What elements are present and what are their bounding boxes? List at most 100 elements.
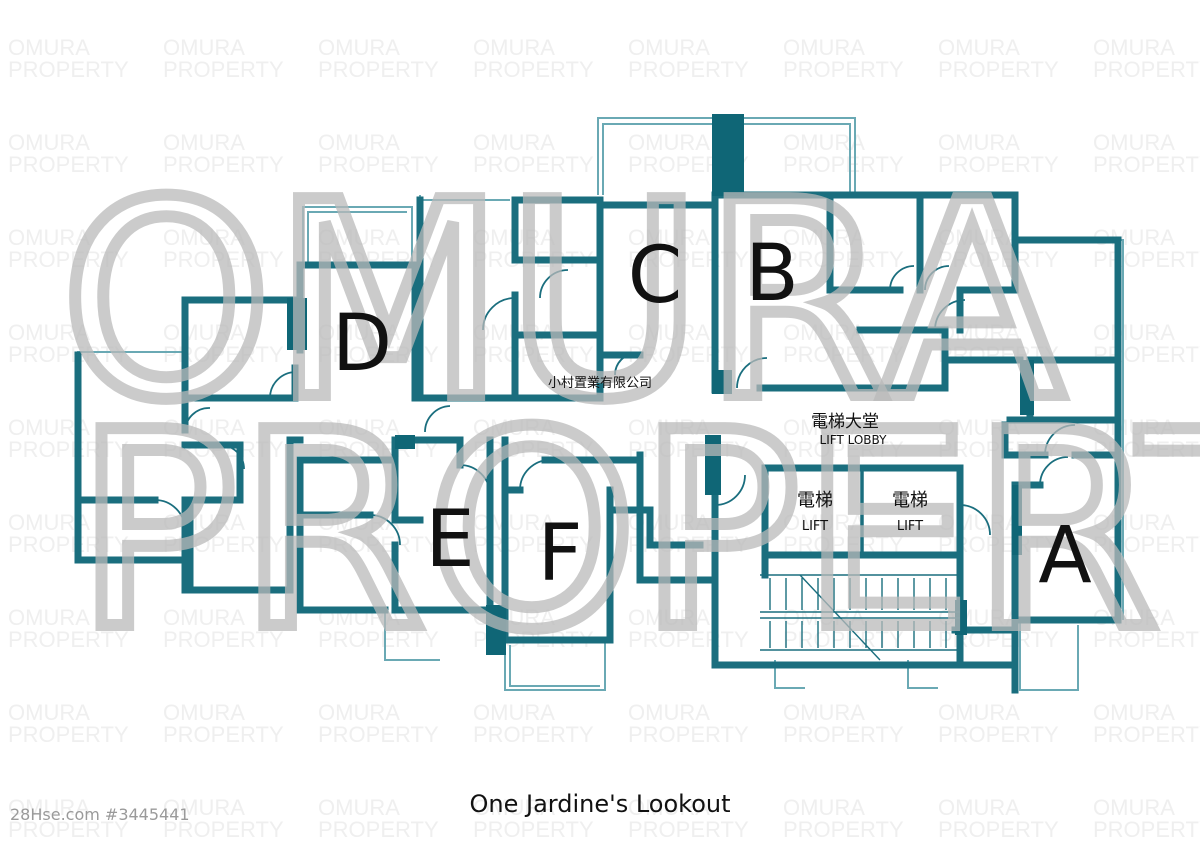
watermark-tile-line1: OMURA xyxy=(783,320,865,345)
watermark-tile-line2: PROPERTY xyxy=(8,342,129,367)
watermark-tile-line2: PROPERTY xyxy=(628,627,749,652)
watermark-tile-line1: OMURA xyxy=(1093,795,1175,820)
watermark-tile-line1: OMURA xyxy=(938,35,1020,60)
watermark-tile-line2: PROPERTY xyxy=(628,57,749,82)
watermark-tile-line1: OMURA xyxy=(8,700,90,725)
watermark-tile-line2: PROPERTY xyxy=(318,817,439,842)
watermark-tile-line1: OMURA xyxy=(8,795,90,820)
watermark-tile-line2: PROPERTY xyxy=(938,247,1059,272)
watermark-tile-line1: OMURA xyxy=(628,320,710,345)
unit-label-e: E xyxy=(425,495,474,585)
watermark-tile-line2: PROPERTY xyxy=(1093,722,1200,747)
watermark-tile-line1: OMURA xyxy=(473,700,555,725)
watermark-tile-line2: PROPERTY xyxy=(318,722,439,747)
watermark-tile-line1: OMURA xyxy=(318,35,400,60)
watermark-tile-line2: PROPERTY xyxy=(628,817,749,842)
staircase xyxy=(760,574,960,661)
watermark-tile-line1: OMURA xyxy=(318,700,400,725)
watermark-tile-line1: OMURA xyxy=(163,320,245,345)
watermark-tile-line2: PROPERTY xyxy=(473,722,594,747)
watermark-tile-line2: PROPERTY xyxy=(8,57,129,82)
watermark-tile-line1: OMURA xyxy=(783,225,865,250)
watermark-tile-line1: OMURA xyxy=(318,415,400,440)
watermark-tile-line2: PROPERTY xyxy=(938,57,1059,82)
watermark-tile-line1: OMURA xyxy=(163,510,245,535)
watermark-tile-line1: OMURA xyxy=(8,320,90,345)
listing-id: 28Hse.com #3445441 xyxy=(10,805,190,824)
watermark-tile-line1: OMURA xyxy=(628,415,710,440)
watermark-tile-line2: PROPERTY xyxy=(1093,532,1200,557)
watermark-tile-line2: PROPERTY xyxy=(783,627,904,652)
watermark-tile-line1: OMURA xyxy=(628,795,710,820)
watermark-tile-line2: PROPERTY xyxy=(1093,57,1200,82)
watermark-tile-line1: OMURA xyxy=(938,700,1020,725)
unit-label-a: A xyxy=(1038,511,1091,601)
watermark-tile-line1: OMURA xyxy=(318,795,400,820)
watermark-tile-line2: PROPERTY xyxy=(783,817,904,842)
columns xyxy=(287,114,1034,655)
watermark-tile-line1: OMURA xyxy=(783,130,865,155)
unit-label-f: F xyxy=(538,509,583,599)
watermark-tile-line1: OMURA xyxy=(163,415,245,440)
watermark-tile-line1: OMURA xyxy=(473,795,555,820)
watermark-tile-line1: OMURA xyxy=(318,225,400,250)
watermark-tile-line2: PROPERTY xyxy=(783,437,904,462)
watermark-tile-line1: OMURA xyxy=(163,795,245,820)
watermark-tile-line1: OMURA xyxy=(1093,130,1175,155)
watermark-tile-line1: OMURA xyxy=(163,700,245,725)
watermark-tile-line1: OMURA xyxy=(163,130,245,155)
watermark-tile-line1: OMURA xyxy=(783,795,865,820)
watermark-tile-line1: OMURA xyxy=(473,130,555,155)
watermark-tile-line2: PROPERTY xyxy=(318,627,439,652)
watermark-tile-line2: PROPERTY xyxy=(473,342,594,367)
watermark-tile-line2: PROPERTY xyxy=(163,722,284,747)
watermark-tile-line2: PROPERTY xyxy=(628,247,749,272)
watermark-tile-line2: PROPERTY xyxy=(163,817,284,842)
watermark-tile-line1: OMURA xyxy=(8,35,90,60)
watermark-tile-line2: PROPERTY xyxy=(473,817,594,842)
watermark-tile-line1: OMURA xyxy=(783,510,865,535)
watermark-tile-line2: PROPERTY xyxy=(1093,627,1200,652)
watermark-tile-line2: PROPERTY xyxy=(938,152,1059,177)
lift-2-label-cn: 電梯 xyxy=(892,490,928,511)
watermark-tile-line2: PROPERTY xyxy=(938,817,1059,842)
watermark-tile-line1: OMURA xyxy=(628,130,710,155)
watermark-tile-line1: OMURA xyxy=(8,225,90,250)
watermark-tile-line2: PROPERTY xyxy=(8,247,129,272)
watermark-tile-line1: OMURA xyxy=(1093,35,1175,60)
watermark-tile-line2: PROPERTY xyxy=(1093,817,1200,842)
watermark-tile-line1: OMURA xyxy=(938,320,1020,345)
watermark-tile-line2: PROPERTY xyxy=(163,437,284,462)
watermark-tile-line1: OMURA xyxy=(783,700,865,725)
unit-label-b: B xyxy=(745,229,799,319)
watermark-tile-line1: OMURA xyxy=(318,130,400,155)
watermark-tile-line1: OMURA xyxy=(783,415,865,440)
watermark-tile-line2: PROPERTY xyxy=(163,247,284,272)
watermark-tile-line1: OMURA xyxy=(938,510,1020,535)
watermark-tile-line2: PROPERTY xyxy=(783,722,904,747)
watermark-tile-line1: OMURA xyxy=(1093,700,1175,725)
watermark-tile-line2: PROPERTY xyxy=(8,722,129,747)
lift-lobby-label-en: LIFT LOBBY xyxy=(820,433,888,447)
watermark-tile-line2: PROPERTY xyxy=(8,152,129,177)
watermark-tile-line1: OMURA xyxy=(938,130,1020,155)
watermark-tile-line1: OMURA xyxy=(783,35,865,60)
lift-1-label-cn: 電梯 xyxy=(797,490,833,511)
watermark-tile-line1: OMURA xyxy=(628,700,710,725)
watermark-tile-line2: PROPERTY xyxy=(8,817,129,842)
watermark-tile-line2: PROPERTY xyxy=(8,627,129,652)
watermark-tile-line1: OMURA xyxy=(163,225,245,250)
unit-label-d: D xyxy=(332,299,392,389)
watermark-tile-line2: PROPERTY xyxy=(628,437,749,462)
watermark-tile-line2: PROPERTY xyxy=(8,437,129,462)
watermark-tile-line2: PROPERTY xyxy=(473,57,594,82)
watermark-tile-line1: OMURA xyxy=(628,605,710,630)
watermark-tile-line1: OMURA xyxy=(163,35,245,60)
unit-label-c: C xyxy=(628,231,682,321)
watermark-tile-line2: PROPERTY xyxy=(8,532,129,557)
lift-lobby-label-cn: 電梯大堂 xyxy=(811,412,879,432)
watermark-tile-line2: PROPERTY xyxy=(783,57,904,82)
watermark-tile-line1: OMURA xyxy=(938,795,1020,820)
agency-name-cn: 小村置業有限公司 xyxy=(548,375,652,391)
